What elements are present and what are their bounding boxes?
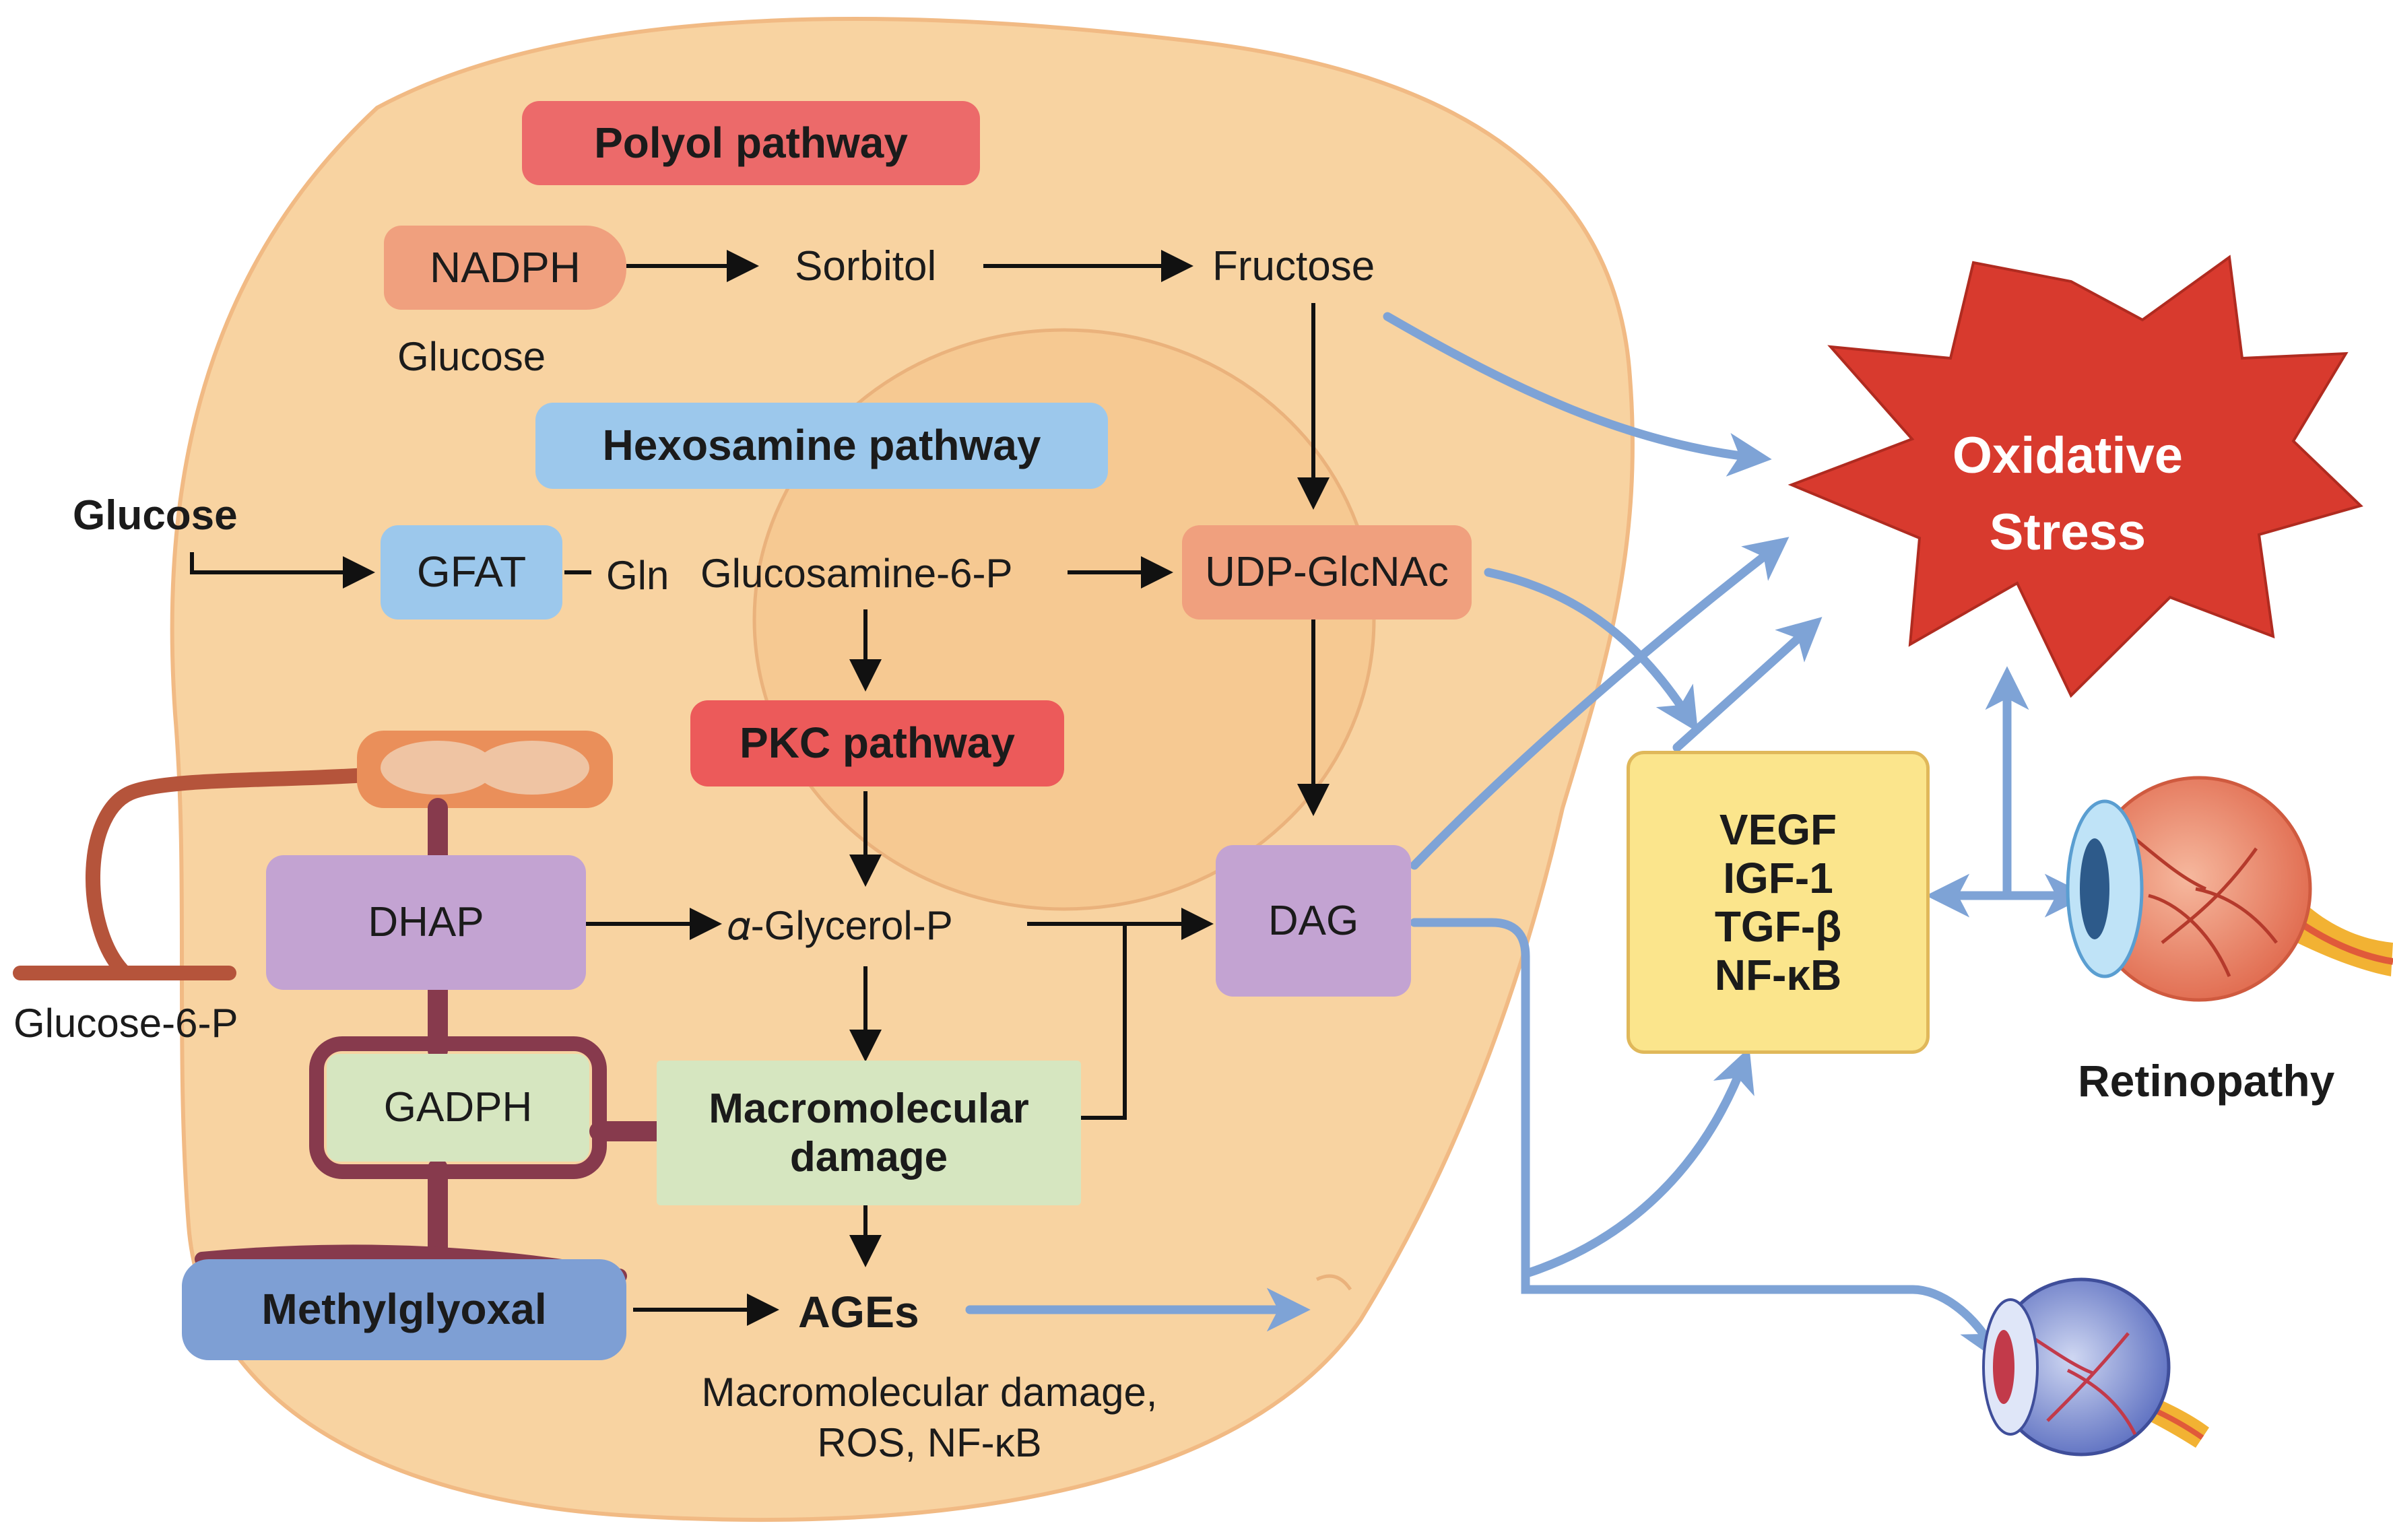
retinopathy-eye-icon xyxy=(2066,776,2393,1002)
polyol-glucose-label: Glucose xyxy=(397,334,546,379)
dag-to-pathway-line xyxy=(1410,918,1534,1294)
oxidative-stress-star xyxy=(1788,255,2363,698)
nadph-box: NADPH xyxy=(384,226,626,310)
transporter-lobe-left xyxy=(381,741,495,795)
oxidative-stress-label: Oxidative Stress xyxy=(1952,427,2184,561)
transporter-tube xyxy=(13,767,385,980)
udp-glcnac-box: UDP-GlcNAc xyxy=(1182,525,1472,620)
ages-label: AGEs xyxy=(798,1287,919,1337)
gfat-box: GFAT xyxy=(381,525,562,620)
factor-igf-1: IGF-1 xyxy=(1723,854,1833,902)
sorbitol-label: Sorbitol xyxy=(795,243,937,290)
methylglyoxal-box: Methylglyoxal xyxy=(182,1259,626,1360)
fructose-label: Fructose xyxy=(1212,243,1375,290)
dag-box: DAG xyxy=(1216,845,1411,997)
membrane-notch xyxy=(1315,1274,1352,1291)
gadph-box: GADPH xyxy=(327,1054,589,1162)
black-arrows xyxy=(190,250,1330,1326)
eye-icon-bottom xyxy=(1982,1277,2209,1457)
retinopathy-label: Retinopathy xyxy=(2078,1056,2335,1106)
glucosamine-6-p-label: Glucosamine-6-P xyxy=(700,551,1013,596)
gln-label: Gln xyxy=(606,553,669,598)
factor-tgf-beta: TGF-β xyxy=(1714,902,1842,951)
ages-description: Macromolecular damage, ROS, NF-κB xyxy=(701,1370,1158,1465)
gadph-frame xyxy=(309,1036,607,1179)
alpha-glycerol-p-label: 𝛼-Glycerol-P xyxy=(727,903,953,948)
dhap-box: DHAP xyxy=(266,855,586,990)
hexosamine-pathway-title: Hexosamine pathway xyxy=(535,403,1108,489)
growth-factors-box: VEGF IGF-1 TGF-β NF-κB xyxy=(1627,751,1930,1054)
factor-vegf: VEGF xyxy=(1719,805,1837,854)
transporter-lobe-right xyxy=(475,741,589,795)
macromolecular-damage-box: Macromolecular damage xyxy=(657,1061,1081,1205)
glucose-6-p-label: Glucose-6-P xyxy=(13,1001,238,1046)
blue-arrows xyxy=(965,312,2089,1363)
pkc-pathway-title: PKC pathway xyxy=(690,700,1064,786)
macro-to-dag-connector xyxy=(1078,924,1127,1120)
glucose-input-label: Glucose xyxy=(73,492,238,539)
factor-nf-kb: NF-κB xyxy=(1714,951,1842,999)
polyol-pathway-title: Polyol pathway xyxy=(522,101,980,185)
